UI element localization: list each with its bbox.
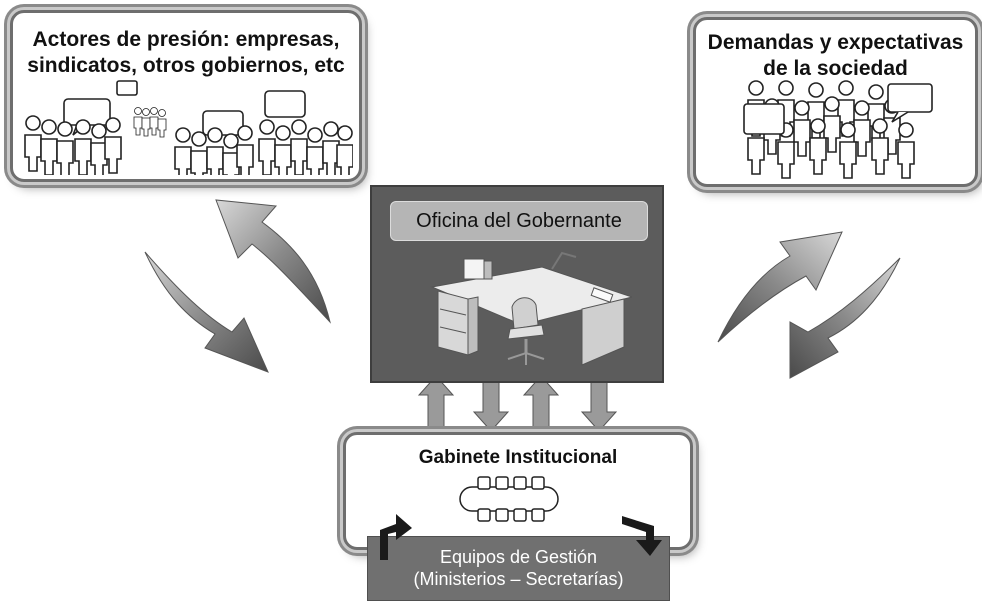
society-demands-title-line2: de la sociedad [763,57,908,80]
people-crowd-icon [743,80,933,179]
right-down-arrow-icon [789,257,901,379]
speech-bubble-icon [264,90,306,118]
left-up-arrow-icon [215,199,331,324]
pressure-actors-title-line2: sindicatos, otros gobiernos, etc [27,54,345,77]
bent-arrow-icon [380,514,412,560]
office-desk-icon [430,251,632,366]
management-teams-line1: Equipos de Gestión [439,547,598,567]
pressure-actors-title-line1: Actores de presión: empresas, [32,28,340,51]
people-crowd-icon [24,80,353,175]
left-down-arrow-icon [144,251,269,373]
arrow-up-icon [522,375,560,431]
right-up-arrow-icon [717,231,843,343]
speech-bubble-icon [887,83,933,123]
arrow-up-icon [417,375,455,431]
meeting-table-icon [459,476,559,522]
management-teams-line2: (Ministerios – Secretarías) [413,569,624,589]
speech-bubble-icon [116,80,138,96]
governor-office-panel: Oficina del Gobernante [370,185,664,383]
governor-office-title: Oficina del Gobernante [390,201,648,241]
pressure-actors-title: Actores de presión: empresas, sindicatos… [13,27,359,79]
institutional-cabinet-title: Gabinete Institucional [418,447,618,468]
management-teams-box: Equipos de Gestión (Ministerios – Secret… [367,536,670,601]
society-demands-title-line1: Demandas y expectativas [707,31,964,54]
speech-bubble-icon [743,103,785,135]
society-demands-box: Demandas y expectativas de la sociedad [693,17,978,187]
bent-arrow-icon [622,516,662,556]
society-demands-title: Demandas y expectativas de la sociedad [696,30,975,82]
pressure-actors-box: Actores de presión: empresas, sindicatos… [10,10,362,182]
